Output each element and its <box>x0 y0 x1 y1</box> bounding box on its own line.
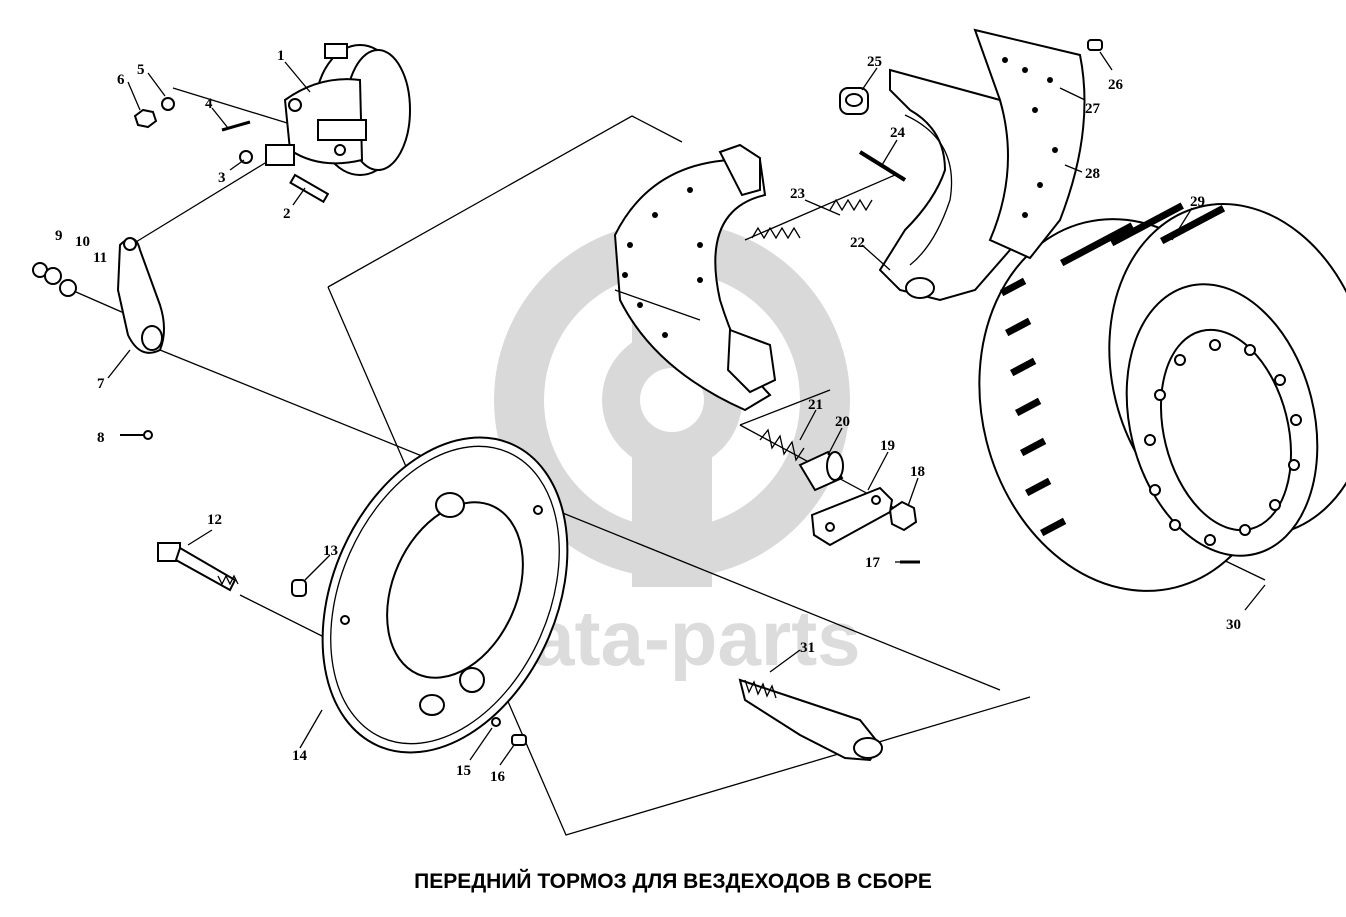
label-10: 10 <box>75 234 90 250</box>
return-spring <box>751 198 873 240</box>
label-17: 17 <box>865 555 881 571</box>
label-18: 18 <box>910 464 925 480</box>
pin-24 <box>858 150 907 182</box>
label-5: 5 <box>137 62 145 78</box>
backing-plate <box>321 436 569 754</box>
spring-21 <box>759 428 805 462</box>
label-31: 31 <box>800 640 815 656</box>
nut-6 <box>133 108 158 129</box>
label-19: 19 <box>880 438 895 454</box>
roller-20 <box>798 450 844 492</box>
washer-15 <box>491 717 501 727</box>
label-30: 30 <box>1226 617 1241 633</box>
label-26: 26 <box>1108 77 1124 93</box>
label-13: 13 <box>323 543 338 559</box>
part-labels: 1 2 3 4 5 6 7 8 9 10 11 12 13 14 15 16 1… <box>55 48 1241 785</box>
link-plate-19 <box>810 486 894 547</box>
pin-4 <box>221 120 251 132</box>
brake-shoe-left <box>613 143 777 412</box>
nut-13 <box>291 579 307 597</box>
label-2: 2 <box>283 206 291 222</box>
bolt-2 <box>289 173 330 204</box>
label-8: 8 <box>97 430 105 446</box>
label-20: 20 <box>835 414 850 430</box>
label-29: 29 <box>1190 194 1205 210</box>
label-21: 21 <box>808 397 823 413</box>
brake-drum <box>978 202 1346 592</box>
label-12: 12 <box>207 512 222 528</box>
bushing-25 <box>839 87 869 115</box>
diagram-caption: ПЕРЕДНИЙ ТОРМОЗ ДЛЯ ВЕЗДЕХОДОВ В СБОРЕ <box>414 870 932 893</box>
brake-shoe-right <box>878 28 1086 302</box>
label-11: 11 <box>93 250 107 266</box>
clevis-3 <box>239 144 295 166</box>
label-6: 6 <box>117 72 125 88</box>
washer-11 <box>59 279 77 297</box>
label-28: 28 <box>1085 166 1100 182</box>
nut-18 <box>888 500 918 532</box>
slack-lever <box>116 237 165 354</box>
label-25: 25 <box>867 54 882 70</box>
anchor-bolt-12 <box>157 542 239 592</box>
label-3: 3 <box>218 170 226 186</box>
washer-5 <box>161 97 175 111</box>
label-7: 7 <box>97 376 105 392</box>
label-16: 16 <box>490 769 506 785</box>
label-9: 9 <box>55 228 63 244</box>
label-15: 15 <box>456 763 471 779</box>
bolt-16 <box>511 734 527 746</box>
label-14: 14 <box>292 748 308 764</box>
brake-chamber <box>283 43 411 176</box>
label-27: 27 <box>1085 101 1101 117</box>
label-leaders <box>107 51 1266 766</box>
label-1: 1 <box>277 48 285 64</box>
label-4: 4 <box>205 96 213 112</box>
label-23: 23 <box>790 186 805 202</box>
label-22: 22 <box>850 235 865 251</box>
label-24: 24 <box>890 125 906 141</box>
washer-10 <box>44 267 62 285</box>
rivet-26 <box>1087 39 1103 51</box>
camshaft-31 <box>738 678 883 762</box>
